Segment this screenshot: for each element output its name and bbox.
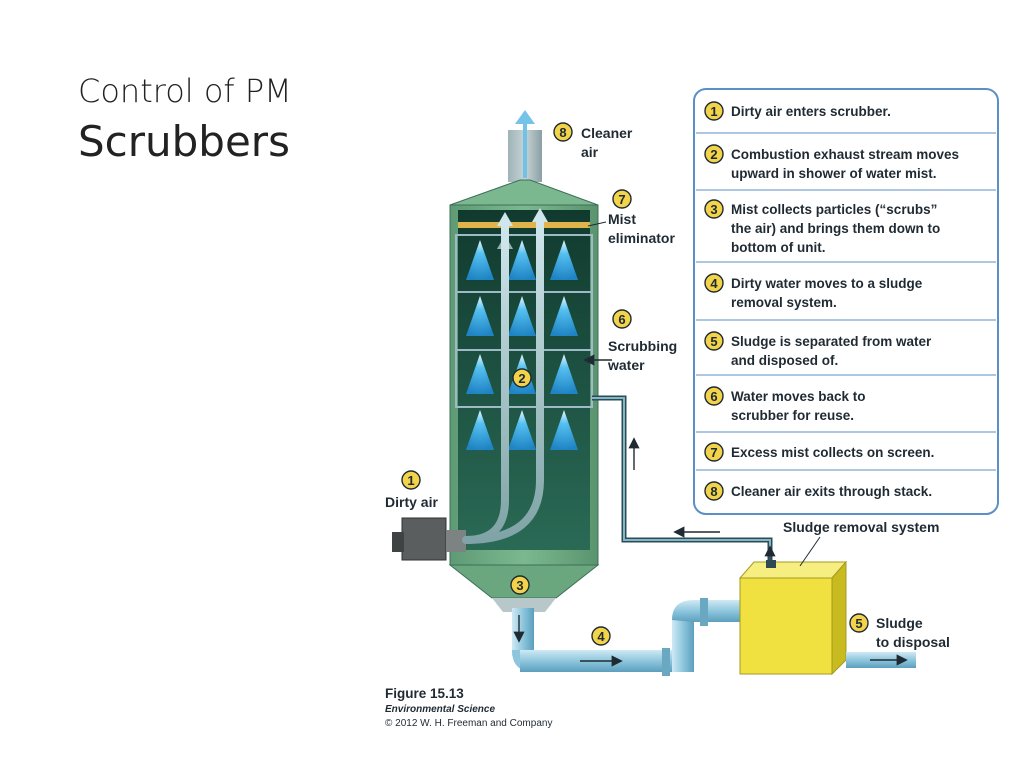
svg-text:6: 6 — [710, 389, 717, 404]
step-text: Water moves back to — [731, 389, 866, 404]
badge-3: 3 — [510, 575, 530, 595]
water-spray-nozzles — [466, 240, 578, 450]
step-text: removal system. — [731, 295, 837, 310]
badge-4: 4 — [591, 626, 611, 646]
step-text: bottom of unit. — [731, 240, 825, 255]
step-text: Sludge is separated from water — [731, 334, 932, 349]
svg-text:8: 8 — [710, 484, 717, 499]
badge-5: 5 — [849, 613, 869, 633]
svg-text:5: 5 — [710, 334, 717, 349]
label-scrubbing-water-line2: water — [607, 357, 645, 373]
step-text: upward in shower of water mist. — [731, 166, 937, 181]
spray-grid — [455, 234, 593, 408]
scrubber-tower — [448, 179, 600, 612]
step-text: scrubber for reuse. — [731, 408, 854, 423]
step-item: 8 Cleaner air exits through stack. — [704, 481, 932, 501]
svg-text:7: 7 — [618, 192, 625, 207]
svg-text:3: 3 — [710, 202, 717, 217]
label-sludge-line1: Sludge — [876, 615, 923, 631]
badge-1: 1 — [401, 470, 421, 490]
step-text: Excess mist collects on screen. — [731, 445, 934, 460]
step-item: 5 Sludge is separated from water and dis… — [704, 331, 932, 368]
figure-caption-copyright: © 2012 W. H. Freeman and Company — [385, 718, 552, 729]
svg-text:7: 7 — [710, 445, 717, 460]
label-sludge-line2: to disposal — [876, 634, 950, 650]
air-flow-arrows — [462, 218, 544, 544]
sludge-removal-box — [738, 560, 848, 676]
step-item: 6 Water moves back to scrubber for reuse… — [704, 386, 866, 423]
step-item: 3 Mist collects particles (“scrubs” the … — [704, 199, 940, 255]
label-mist-eliminator-line2: eliminator — [608, 230, 675, 246]
badge-2: 2 — [512, 368, 532, 388]
badge-6: 6 — [612, 309, 632, 329]
label-dirty-air: Dirty air — [385, 494, 438, 510]
step-text: Cleaner air exits through stack. — [731, 484, 932, 499]
label-mist-eliminator-line1: Mist — [608, 211, 636, 227]
svg-text:2: 2 — [518, 371, 525, 386]
step-item: 4 Dirty water moves to a sludge removal … — [704, 273, 923, 310]
svg-text:1: 1 — [407, 473, 414, 488]
step-item: 7 Excess mist collects on screen. — [704, 442, 934, 462]
sludge-system-leader-line — [799, 536, 821, 567]
step-text: Mist collects particles (“scrubs” — [731, 202, 937, 217]
step-text: and disposed of. — [731, 353, 838, 368]
figure-caption-book: Environmental Science — [385, 704, 495, 715]
label-cleaner-air-line2: air — [581, 144, 599, 160]
svg-text:4: 4 — [597, 629, 605, 644]
svg-text:3: 3 — [516, 578, 523, 593]
svg-text:8: 8 — [559, 125, 566, 140]
svg-text:1: 1 — [710, 104, 717, 119]
step-text: Dirty water moves to a sludge — [731, 276, 923, 291]
air-arrow-heads — [497, 208, 548, 249]
badge-8: 8 — [553, 122, 573, 142]
svg-text:6: 6 — [618, 312, 625, 327]
slide-subtitle: Control of PM — [78, 72, 292, 110]
mist-eliminator-screen — [458, 222, 590, 228]
step-text: Combustion exhaust stream moves — [731, 147, 959, 162]
label-cleaner-air-line1: Cleaner — [581, 125, 633, 141]
slide-title: Scrubbers — [78, 117, 290, 166]
svg-text:2: 2 — [710, 147, 717, 162]
label-scrubbing-water-line1: Scrubbing — [608, 338, 677, 354]
svg-text:4: 4 — [710, 276, 718, 291]
step-text: Dirty air enters scrubber. — [731, 104, 891, 119]
badge-7: 7 — [612, 189, 632, 209]
steps-panel — [693, 88, 999, 515]
figure-caption-number: Figure 15.13 — [385, 686, 464, 701]
mist-leader-line — [587, 221, 607, 227]
exhaust-stack — [508, 110, 542, 182]
svg-text:5: 5 — [855, 616, 862, 631]
step-item: 2 Combustion exhaust stream moves upward… — [704, 144, 959, 181]
dirty-air-duct — [392, 517, 466, 561]
label-sludge-removal-system: Sludge removal system — [783, 519, 939, 535]
step-item: 1 Dirty air enters scrubber. — [704, 101, 891, 121]
step-text: the air) and brings them down to — [731, 221, 940, 236]
